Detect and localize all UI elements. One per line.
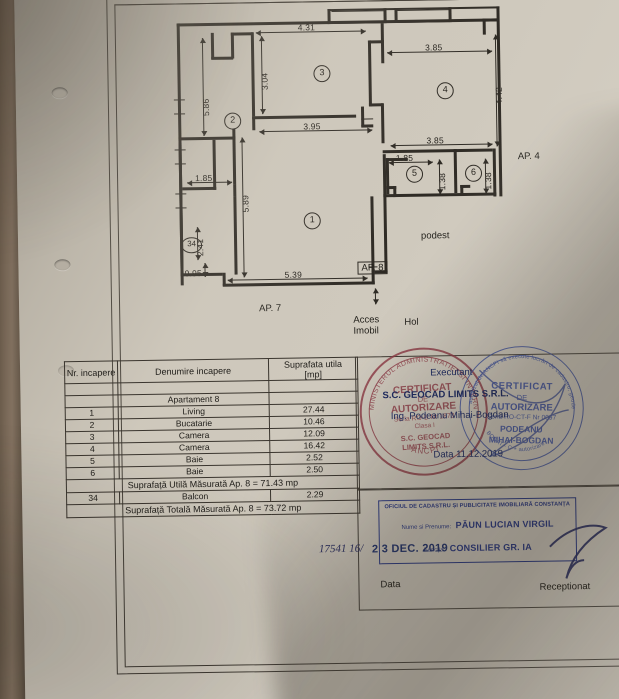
dim-line-0-95 xyxy=(204,263,206,278)
receptionat-signature xyxy=(549,524,608,579)
cell-nr: 2 xyxy=(65,418,119,432)
hole-punch-top xyxy=(51,87,68,99)
executant-company: S.C. GEOCAD LIMITS S.R.L. xyxy=(382,388,509,402)
ocpi-name-label: Nume si Prenume: xyxy=(401,523,452,531)
th-name: Denumire incapere xyxy=(117,358,269,383)
wall-room2-left xyxy=(210,32,215,59)
wall-room2-notch2 xyxy=(230,32,235,59)
wall-bath-step4 xyxy=(460,184,471,189)
acces-arrow xyxy=(374,288,377,305)
wall-living-left-door xyxy=(233,184,237,197)
wall-room2-notch3 xyxy=(211,56,234,60)
ocpi-name-row: Nume si Prenume: PĂUN LUCIAN VIRGIL xyxy=(383,511,571,536)
cell-nr: 34 xyxy=(66,491,120,505)
cell-nr: 6 xyxy=(66,466,120,480)
ocpi-name-value: PĂUN LUCIAN VIRGIL xyxy=(455,518,554,530)
spacer-c1 xyxy=(64,382,118,396)
registration-number: 17541 16/ xyxy=(318,542,364,556)
wall-top-seg3 xyxy=(394,7,398,24)
label-ap4: AP. 4 xyxy=(517,150,540,163)
wall-bath-step2 xyxy=(393,186,397,198)
wall-top-seg xyxy=(327,9,331,25)
ocpi-role-value: CONSILIER GR. IA xyxy=(449,542,532,554)
label-hol: Hol xyxy=(404,316,419,328)
wall-top-seg2 xyxy=(383,8,387,24)
label-ap8: AP. 8 xyxy=(357,261,388,275)
wall-right-notch2 xyxy=(482,18,486,35)
cell-nr: 1 xyxy=(65,406,119,420)
group-nr xyxy=(64,394,119,408)
wall-room2-notch xyxy=(230,32,253,36)
th-area: Suprafata utila [mp] xyxy=(268,357,358,381)
wall-top-seg4 xyxy=(448,7,452,23)
label-podest: podest xyxy=(420,230,450,242)
window-left-1 xyxy=(173,99,185,101)
th-nr: Nr. incapere xyxy=(64,360,118,384)
label-acces-1: Acces xyxy=(353,314,380,326)
executant-engineer: Ing. Podeanu Mihai-Bogdan xyxy=(390,409,509,423)
wall-balcony-bottom xyxy=(182,186,217,191)
label-ap7: AP. 7 xyxy=(259,302,282,315)
executant-label: Executant xyxy=(430,366,473,379)
cell-nr: 4 xyxy=(65,442,119,456)
cell-nr: 3 xyxy=(65,430,119,444)
rooms-table: Nr. incapere Denumire incapere Suprafata… xyxy=(64,357,360,519)
data-label: Data xyxy=(380,579,401,591)
ocpi-office-title: OFICIUL DE CADASTRU ȘI PUBLICITATE IMOBI… xyxy=(384,501,571,511)
wall-room4-left3 xyxy=(380,103,385,144)
wall-room3-bottom-seg xyxy=(252,116,256,131)
executant-date: Data 11.12.2019 xyxy=(433,448,504,461)
reception-date-stamp: 2 3 DEC. 2019 xyxy=(371,542,449,556)
th-area-line2: [mp] xyxy=(304,368,322,379)
cell-nr: 5 xyxy=(65,454,120,468)
label-acces-2: Imobil xyxy=(353,325,379,337)
hole-punch-bottom xyxy=(54,259,71,271)
window-left-2 xyxy=(174,113,186,115)
paper-sheet: 4.31 3.04 5.86 3.95 3.85 4.42 3.85 1.85 … xyxy=(14,0,619,699)
